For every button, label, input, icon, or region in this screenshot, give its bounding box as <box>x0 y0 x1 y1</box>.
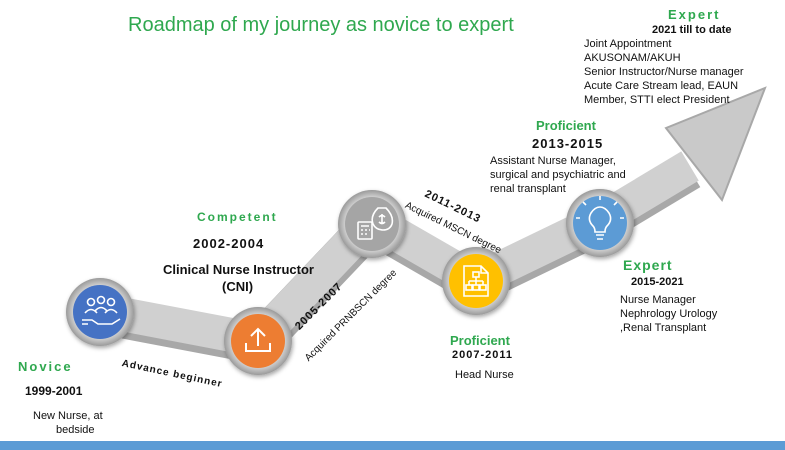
expert-2021-desc-line1: Joint Appointment <box>584 38 672 50</box>
competent-label: Competent <box>197 210 278 224</box>
proficient-head-desc: Head Nurse <box>455 369 514 381</box>
novice-years: 1999-2001 <box>25 384 83 398</box>
expert-2015-desc-line1: Nurse Manager <box>620 294 696 306</box>
proficient-head-years: 2007-2011 <box>452 349 513 361</box>
page-title: Roadmap of my journey as novice to exper… <box>128 14 514 36</box>
bottom-accent-bar <box>0 441 785 450</box>
people-hand-icon <box>82 295 121 325</box>
expert-2021-label: Expert <box>668 7 721 22</box>
upload-tray-icon <box>245 327 271 352</box>
proficient-2013-label: Proficient <box>536 118 596 133</box>
novice-desc-line2: bedside <box>56 424 95 436</box>
expert-2015-desc-line2: Nephrology Urology <box>620 308 718 320</box>
proficient-2013-years: 2013-2015 <box>532 136 604 151</box>
proficient-head-label: Proficient <box>450 333 510 348</box>
flowchart-document-icon <box>463 265 489 297</box>
expert-2015-years: 2015-2021 <box>631 276 684 288</box>
competent-desc-line2: (CNI) <box>222 279 254 294</box>
proficient-2013-desc-line2: surgical and psychiatric and <box>490 169 626 181</box>
novice-node <box>66 278 134 346</box>
expert-node <box>566 189 634 257</box>
calculator-money-icon <box>357 207 394 240</box>
competent-desc-line1: Clinical Nurse Instructor <box>163 262 314 277</box>
expert-2021-desc-line4: Acute Care Stream lead, EAUN <box>584 80 739 92</box>
competent-years: 2002-2004 <box>193 236 265 251</box>
novice-desc-line1: New Nurse, at <box>33 410 103 422</box>
arrow-head <box>664 86 767 203</box>
expert-2021-years: 2021 till to date <box>652 24 732 36</box>
expert-2021-desc-line2: AKUSONAM/AKUH <box>584 52 681 64</box>
novice-label: Novice <box>18 359 73 374</box>
expert-2015-desc-line3: ,Renal Transplant <box>620 322 707 334</box>
expert-2015-label: Expert <box>623 257 673 273</box>
expert-2021-desc-line3: Senior Instructor/Nurse manager <box>584 66 744 78</box>
expert-2021-desc-line5: Member, STTI elect President <box>584 94 730 106</box>
proficient-2013-desc-line3: renal transplant <box>490 183 566 195</box>
lightbulb-icon <box>576 196 624 240</box>
proficient-2013-desc-line1: Assistant Nurse Manager, <box>490 155 616 167</box>
